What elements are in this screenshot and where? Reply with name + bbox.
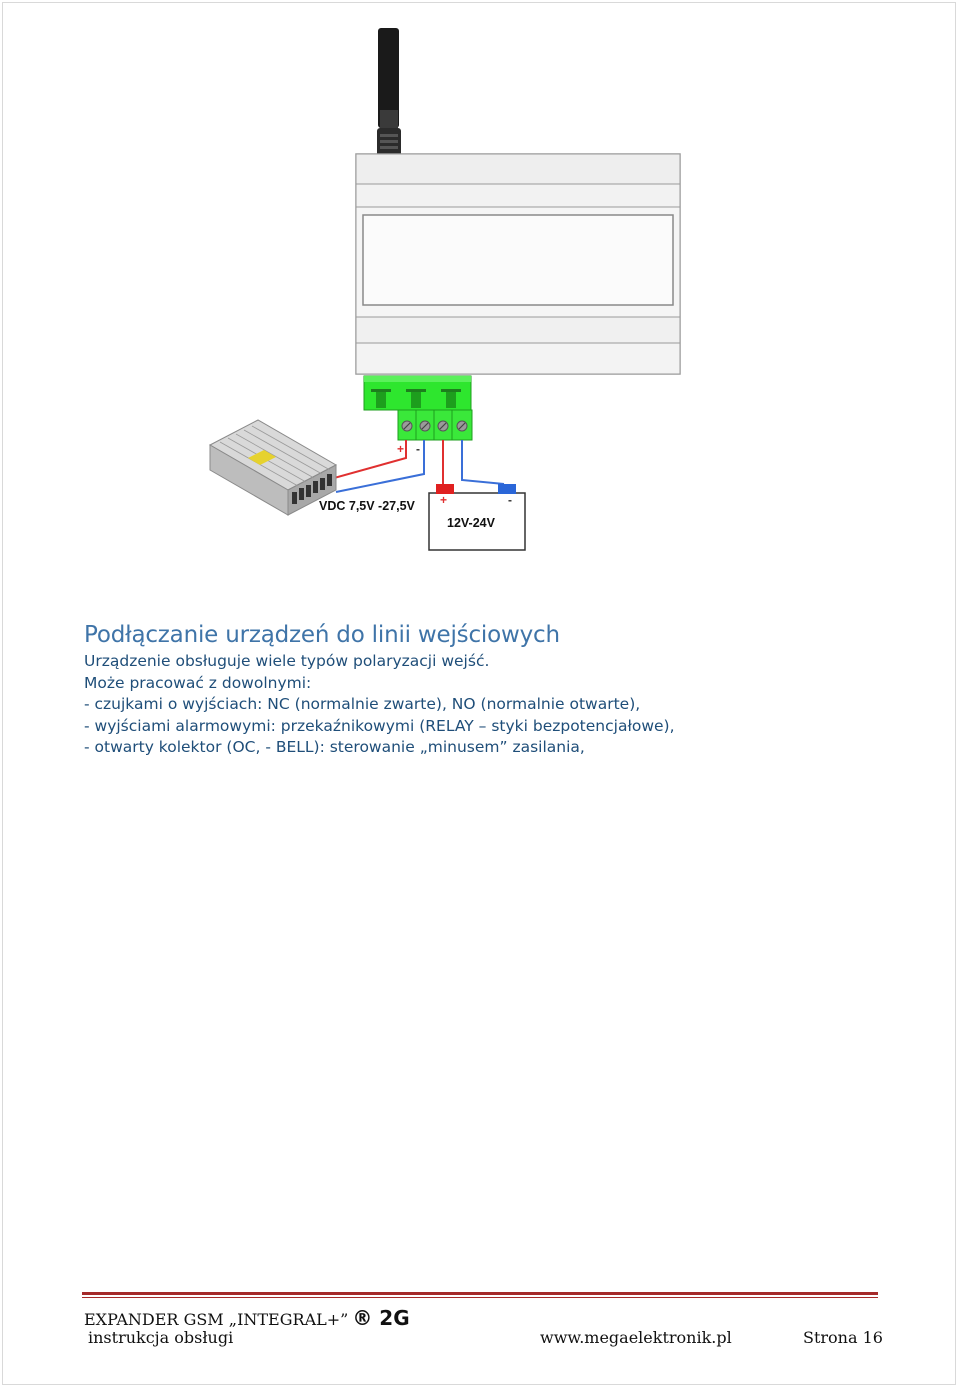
footer-doc-title: EXPANDER GSM „INTEGRAL+”® 2G	[84, 1306, 410, 1330]
body-line: - wyjściami alarmowymi: przekaźnikowymi …	[84, 716, 675, 735]
section-body: Urządzenie obsługuje wiele typów polaryz…	[84, 651, 904, 759]
footer-rule	[82, 1292, 878, 1295]
device-housing	[355, 153, 681, 375]
psu-voltage-label: VDC 7,5V -27,5V	[319, 499, 416, 513]
footer-page-number: Strona 16	[803, 1328, 883, 1347]
battery-voltage-label: 12V-24V	[447, 516, 496, 530]
footer-rule-thin	[82, 1297, 878, 1298]
psu-plus-sign: +	[397, 442, 404, 456]
footer-subtitle: instrukcja obsługi	[88, 1328, 234, 1347]
body-line: Urządzenie obsługuje wiele typów polaryz…	[84, 652, 490, 670]
wiring-diagram: + - + - VDC 7,5V -27,5V 12V-24V	[208, 28, 681, 551]
body-line: Może pracować z dowolnymi:	[84, 673, 312, 692]
battery-icon	[428, 484, 526, 551]
footer-doc-mark: ® 2G	[352, 1306, 410, 1330]
body-line: - otwarty kolektor (OC, - BELL): sterowa…	[84, 738, 585, 756]
section-title: Podłączanie urządzeń do linii wejściowyc…	[84, 622, 560, 648]
terminal-block	[363, 375, 473, 441]
battery-minus-sign: -	[508, 493, 512, 507]
wires	[317, 440, 505, 493]
footer-doc-title-text: EXPANDER GSM „INTEGRAL+”	[84, 1310, 349, 1329]
battery-plus-sign: +	[440, 493, 447, 507]
power-supply-icon	[208, 419, 338, 516]
footer-website-link[interactable]: www.megaelektronik.pl	[540, 1328, 732, 1347]
psu-minus-sign: -	[416, 442, 420, 456]
body-line: - czujkami o wyjściach: NC (normalnie zw…	[84, 695, 641, 713]
